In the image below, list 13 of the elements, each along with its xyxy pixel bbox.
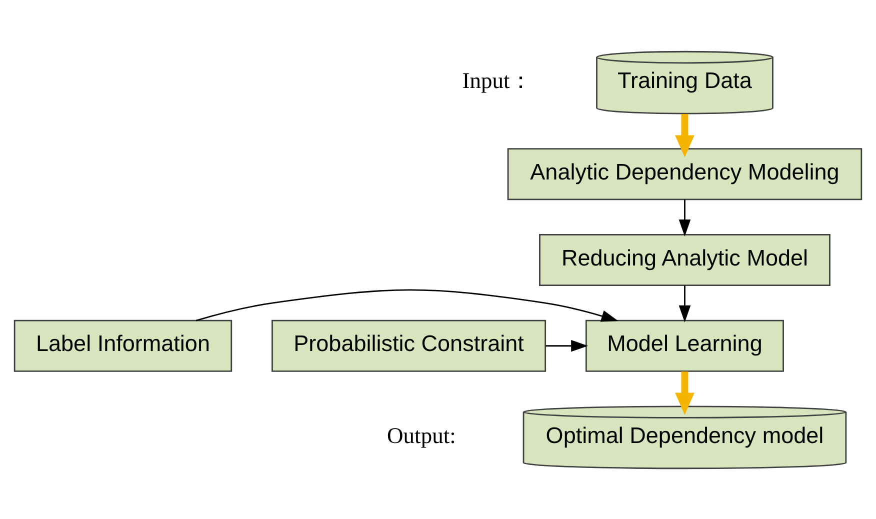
arrow [678,199,691,236]
arrow [546,339,588,352]
node-box: Probabilistic Constraint [272,319,546,372]
arrow [678,284,691,322]
label: Output: [387,422,456,448]
node-box: Model Learning [585,319,784,372]
label: Input： [462,67,533,92]
arrow [196,288,618,322]
node-box: Analytic Dependency Modeling [507,148,862,200]
arrow [675,114,694,157]
arrow [675,371,694,414]
node-box: Label Information [14,319,232,372]
node-box: Reducing Analytic Model [539,233,830,286]
